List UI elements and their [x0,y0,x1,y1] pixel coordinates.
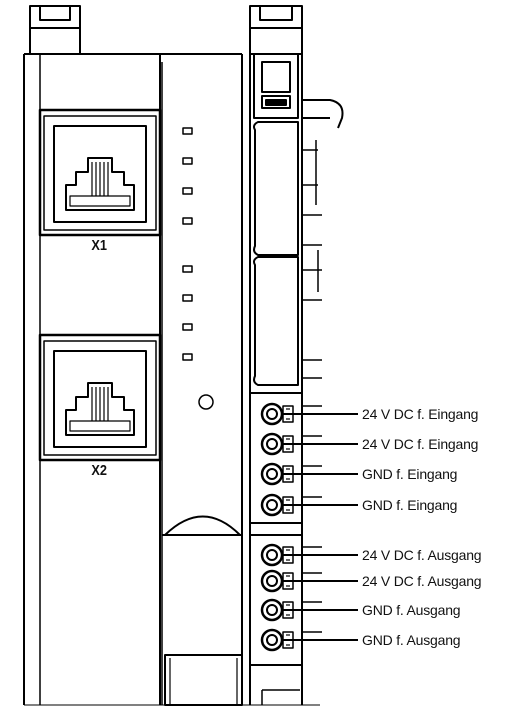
terminal-label: GND f. Ausgang [362,632,461,648]
terminal-label: GND f. Eingang [362,466,458,482]
led [182,217,193,225]
port-label-x2: X2 [91,462,107,479]
top-right-clip [249,5,303,55]
terminal-label: GND f. Eingang [362,497,458,513]
led [182,294,193,302]
led [182,187,193,195]
terminal-connector [260,598,358,622]
led [182,353,193,361]
status-led-round [198,394,214,410]
led [182,127,193,135]
rj45-port-x2 [38,333,162,462]
terminals [260,402,358,652]
led [182,323,193,331]
led [182,157,193,165]
terminal-label: 24 V DC f. Eingang [362,436,479,452]
top-lever [253,53,344,129]
terminal-connector [260,402,358,426]
terminal-connector [260,493,358,517]
rj45-port-x1 [38,108,162,237]
terminal-label: 24 V DC f. Ausgang [362,573,482,589]
terminal-connector [260,462,358,486]
release-latch [162,515,243,706]
terminal-label: GND f. Ausgang [362,602,461,618]
top-left-clip [29,5,81,55]
terminal-label: 24 V DC f. Ausgang [362,547,482,563]
led-indicators [182,127,193,361]
terminal-connector [260,432,358,456]
terminal-connector [260,628,358,652]
terminal-label: 24 V DC f. Eingang [362,406,479,422]
port-label-x1: X1 [91,237,107,254]
terminal-connector [260,569,358,593]
terminal-connector [260,543,358,567]
upper-plugin-slots [253,121,322,386]
led [182,265,193,273]
